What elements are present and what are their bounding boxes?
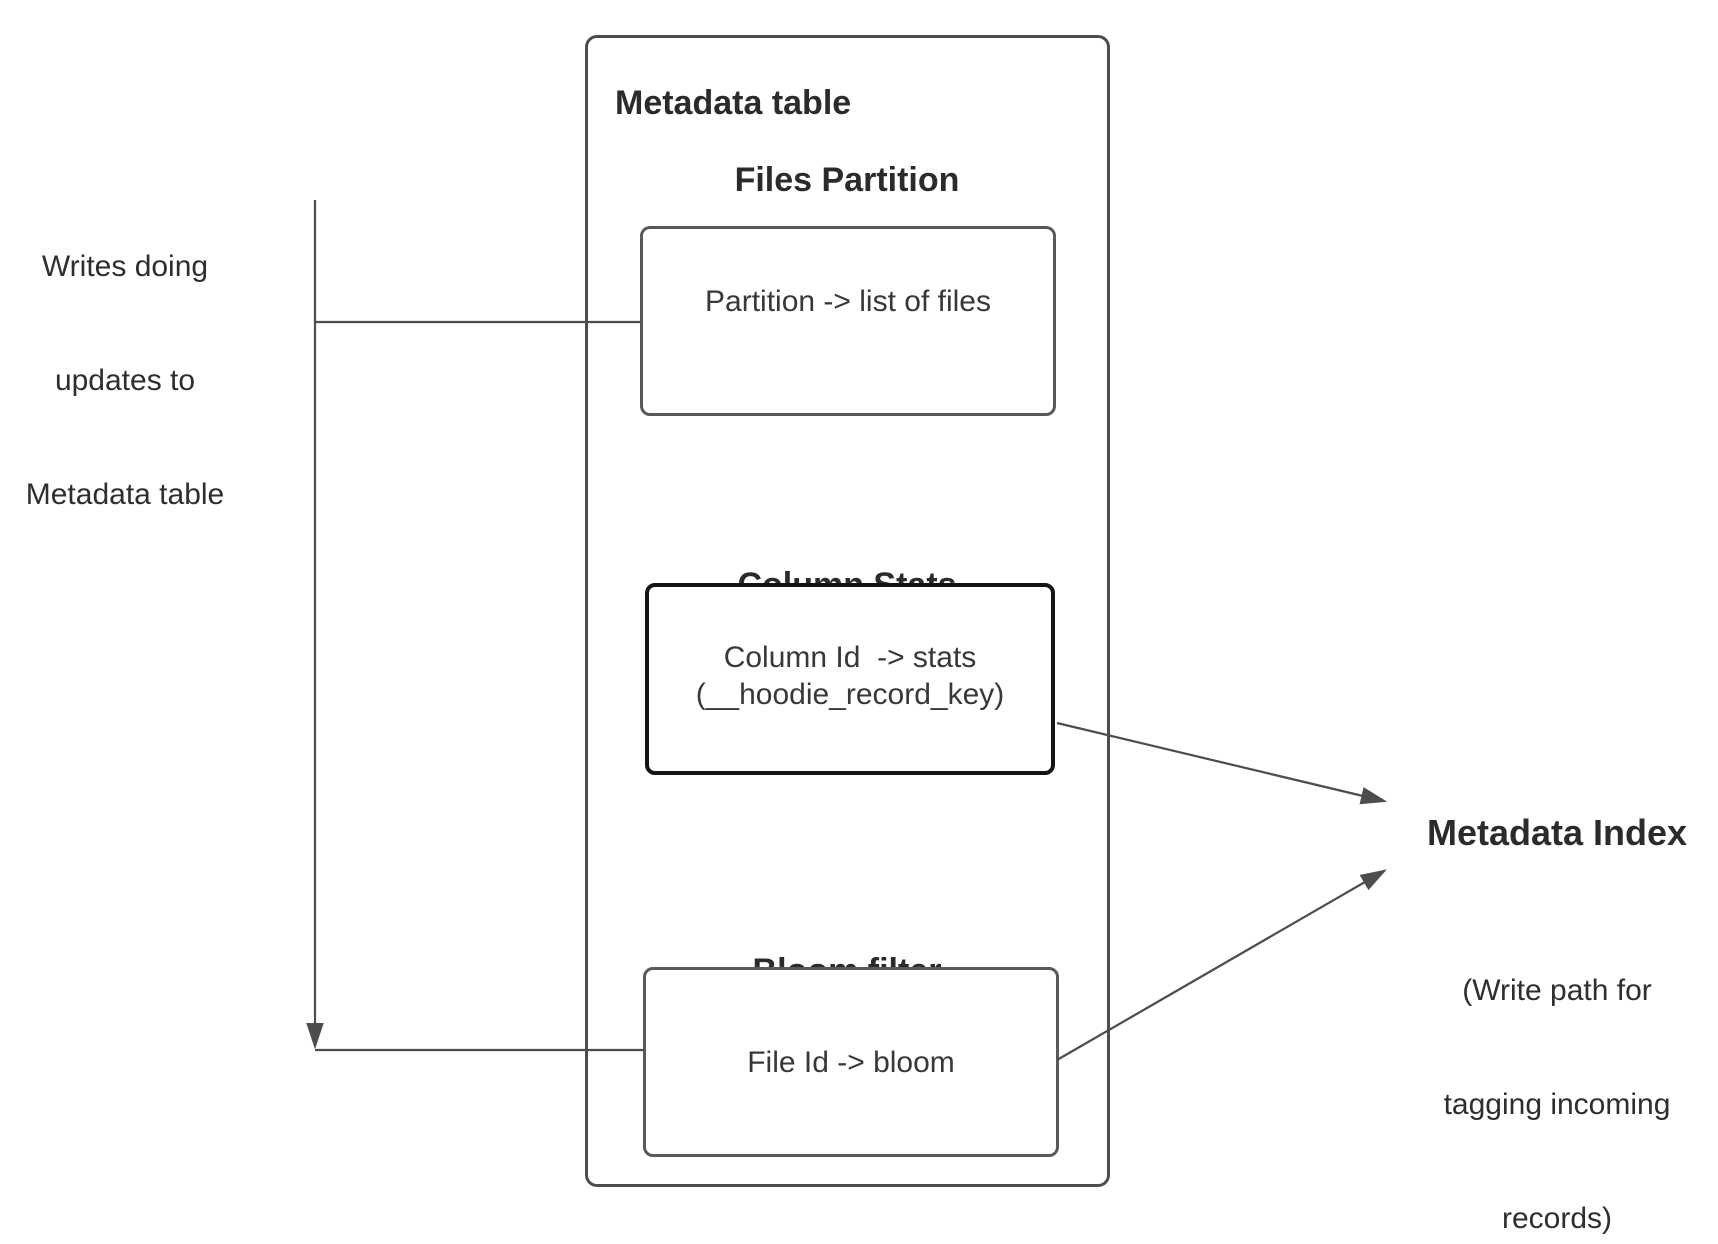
metadata-index-subtitle-line: (Write path for bbox=[1462, 974, 1652, 1007]
column-stats-partition-box: Column Id -> stats (__hoodie_record_key) bbox=[645, 583, 1055, 775]
files-partition-heading: Files Partition bbox=[734, 161, 960, 199]
bloom-filter-partition-box: File Id -> bloom bbox=[643, 967, 1059, 1157]
writes-note-line: Metadata table bbox=[25, 478, 225, 511]
metadata-index-subtitle: (Write path for tagging incoming records… bbox=[1427, 896, 1687, 1244]
metadata-index-subtitle-line: tagging incoming bbox=[1443, 1088, 1671, 1121]
metadata-table-container bbox=[585, 35, 1110, 1187]
files-partition-box-text: Partition -> list of files bbox=[705, 284, 991, 318]
metadata-table-title: Metadata table bbox=[615, 84, 852, 122]
metadata-index-subtitle-line: records) bbox=[1501, 1202, 1613, 1235]
metadata-index-title: Metadata Index bbox=[1426, 812, 1688, 853]
writes-note-line: Writes doing bbox=[41, 250, 209, 283]
column-stats-box-text: Column Id -> stats bbox=[723, 641, 977, 674]
writes-note: Writes doing updates to Metadata table bbox=[10, 172, 240, 590]
column-stats-box-text: (__hoodie_record_key) bbox=[695, 678, 1005, 711]
bloom-box-text: File Id -> bloom bbox=[747, 1045, 955, 1079]
writes-note-line: updates to bbox=[54, 364, 196, 397]
files-partition-box: Partition -> list of files bbox=[640, 226, 1056, 416]
